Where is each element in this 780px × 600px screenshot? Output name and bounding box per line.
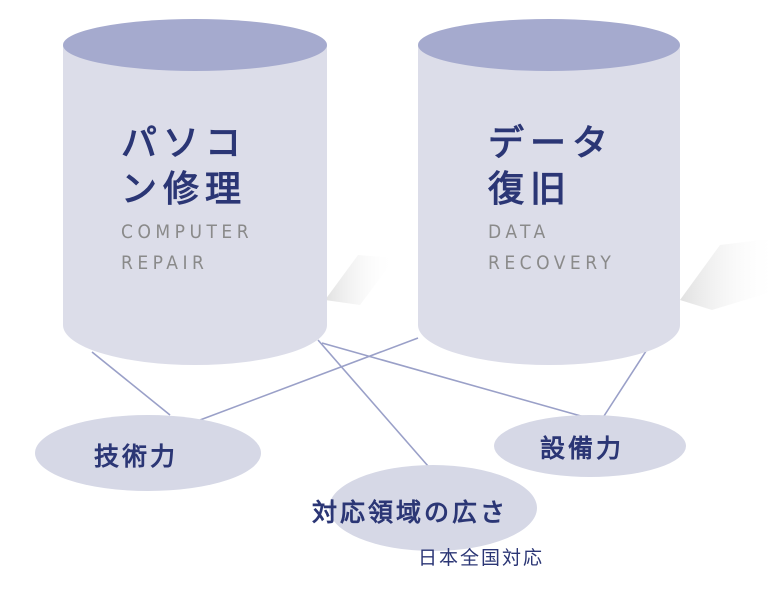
cylinder-top: [63, 19, 327, 71]
cylinder-body: [63, 45, 327, 365]
connector-line: [321, 342, 589, 419]
cylinder-title-line2: 復旧: [488, 169, 573, 210]
oval-service-area: [329, 465, 537, 551]
cylinder-title-line2: ン修理: [121, 169, 248, 210]
connector-line: [91, 351, 171, 416]
connector-lines: [91, 337, 649, 467]
connector-line: [317, 339, 429, 467]
oval-label-equipment: 設備力: [540, 434, 625, 463]
oval-label-service-area: 対応領域の広さ: [312, 498, 509, 527]
cylinder-title-line1: データ: [488, 123, 615, 164]
cylinder-computer-repair: [63, 19, 327, 365]
cylinder-subtitle-line2: RECOVERY: [488, 252, 616, 274]
cylinder-shadow-left: [325, 255, 395, 305]
cylinder-data-recovery: [418, 19, 680, 365]
cylinder-label-data-recovery: データ 復旧 DATA RECOVERY: [488, 121, 615, 279]
cylinder-subtitle-line1: COMPUTER: [121, 221, 254, 243]
cylinder-subtitle-line1: DATA: [488, 221, 550, 243]
cylinder-body: [418, 45, 680, 365]
oval-sublabel-service-area: 日本全国対応: [418, 547, 545, 569]
oval-equipment: [494, 415, 686, 477]
oval-technical-skill: [35, 415, 261, 491]
oval-label-technical-skill: 技術力: [94, 442, 179, 471]
connector-line: [199, 337, 419, 421]
connector-line: [603, 347, 649, 417]
cylinder-top: [418, 19, 680, 71]
cylinder-subtitle-line2: REPAIR: [121, 252, 209, 274]
cylinder-shadow-right: [680, 238, 778, 310]
cylinder-label-computer-repair: パソコ ン修理 COMPUTER REPAIR: [121, 121, 253, 279]
cylinder-title-line1: パソコ: [121, 123, 248, 164]
